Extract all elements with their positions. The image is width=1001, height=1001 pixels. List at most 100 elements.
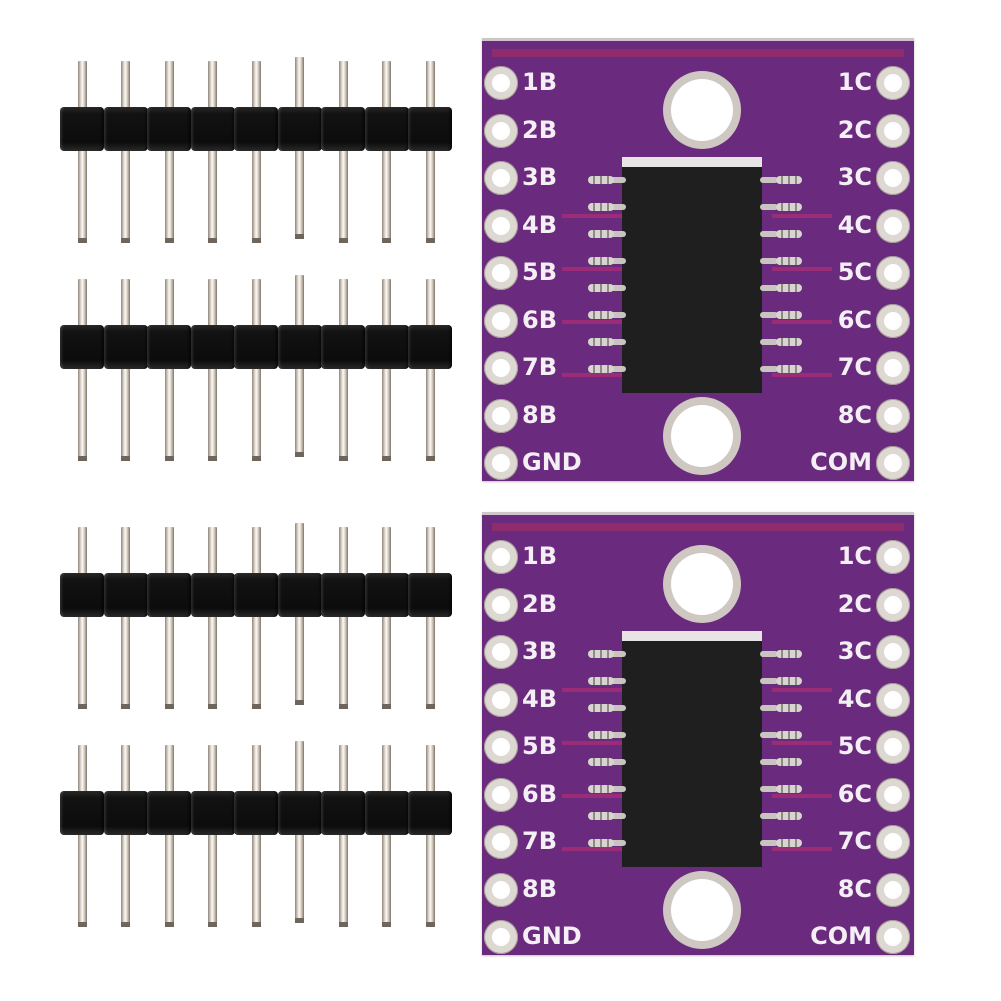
- solder-pad: [588, 650, 614, 658]
- solder-pad: [776, 203, 802, 211]
- header-pin: [382, 745, 391, 927]
- solder-pad: [776, 704, 802, 712]
- silkscreen-label-right: 8C: [837, 874, 872, 903]
- trace: [562, 267, 632, 271]
- silkscreen-label-right: COM: [810, 922, 872, 950]
- ic-lead: [608, 366, 626, 372]
- through-hole-pad: [484, 208, 518, 243]
- silkscreen-label-left: 1B: [522, 68, 557, 96]
- header-pin: [77, 279, 87, 461]
- plastic-spacer: [103, 107, 148, 151]
- header-pin: [121, 279, 130, 461]
- silkscreen-label-right: 3C: [837, 637, 872, 665]
- through-hole-pad: [484, 446, 518, 480]
- through-hole-pad: [484, 587, 518, 622]
- header-pin: [382, 527, 391, 709]
- header-pin: [425, 61, 435, 243]
- plastic-spacer: [364, 107, 409, 151]
- header-pin: [338, 61, 348, 243]
- through-hole-pad: [876, 256, 910, 290]
- header-pin: [382, 279, 391, 461]
- solder-pad: [588, 758, 614, 766]
- trace: [562, 794, 632, 798]
- ic-lead: [608, 813, 626, 819]
- header-pin: [164, 61, 174, 243]
- trace: [772, 214, 832, 218]
- solder-pad: [588, 839, 614, 847]
- through-hole-pad: [876, 587, 910, 622]
- mounting-hole: [663, 397, 741, 475]
- plastic-spacer: [60, 573, 104, 617]
- plastic-spacer: [147, 791, 191, 835]
- solder-pad: [776, 731, 802, 739]
- trace: [772, 320, 832, 324]
- header-pin: [208, 527, 217, 709]
- pin-header: [58, 741, 458, 931]
- through-hole-pad: [876, 303, 910, 338]
- through-hole-pad: [876, 113, 910, 148]
- through-hole-pad: [484, 682, 518, 717]
- header-pin: [425, 279, 435, 461]
- copper-pour: [492, 49, 904, 57]
- plastic-spacer: [190, 325, 235, 369]
- header-pin: [251, 527, 261, 709]
- trace: [562, 741, 632, 745]
- silkscreen-label-right: 5C: [837, 258, 872, 286]
- header-pin: [208, 61, 217, 243]
- pin-header: [58, 523, 458, 713]
- pin-header: [58, 275, 458, 465]
- trace: [562, 847, 632, 851]
- plastic-spacer: [60, 325, 104, 369]
- header-pin: [338, 527, 348, 709]
- solder-pad: [588, 812, 614, 820]
- plastic-spacer: [321, 325, 365, 369]
- through-hole-pad: [876, 682, 910, 717]
- mounting-hole: [663, 871, 741, 949]
- solder-pad: [776, 785, 802, 793]
- header-pin: [425, 527, 435, 709]
- ic-lead: [608, 759, 626, 765]
- through-hole-pad: [484, 256, 518, 290]
- silkscreen-label-left: 7B: [522, 353, 557, 381]
- silkscreen-label-left: 8B: [522, 874, 557, 903]
- plastic-spacer: [60, 791, 104, 835]
- silkscreen-label-left: 5B: [522, 732, 557, 760]
- ic-lead: [760, 339, 778, 345]
- silkscreen-label-left: 3B: [522, 637, 557, 665]
- silkscreen-label-right: 5C: [837, 732, 872, 760]
- solder-pad: [776, 311, 802, 319]
- plastic-spacer: [408, 325, 452, 369]
- ic-chip: [622, 631, 762, 867]
- trace: [772, 373, 832, 377]
- through-hole-pad: [876, 208, 910, 243]
- silkscreen-label-right: 8C: [837, 400, 872, 429]
- through-hole-pad: [484, 398, 518, 433]
- through-hole-pad: [876, 540, 910, 574]
- plastic-spacer: [364, 791, 409, 835]
- plastic-spacer: [234, 107, 278, 151]
- silkscreen-label-left: 6B: [522, 779, 557, 808]
- through-hole-pad: [484, 825, 518, 859]
- silkscreen-label-left: 4B: [522, 684, 557, 713]
- plastic-spacer: [277, 107, 322, 151]
- silkscreen-label-right: 2C: [837, 115, 872, 144]
- ic-lead: [760, 759, 778, 765]
- through-hole-pad: [876, 872, 910, 907]
- plastic-spacer: [103, 325, 148, 369]
- silkscreen-label-left: 5B: [522, 258, 557, 286]
- solder-pad: [776, 284, 802, 292]
- ic-lead: [608, 177, 626, 183]
- trace: [772, 267, 832, 271]
- ic-chip: [622, 157, 762, 393]
- solder-pad: [588, 257, 614, 265]
- silkscreen-label-right: 1C: [837, 542, 872, 570]
- ic-lead: [760, 366, 778, 372]
- ic-lead: [760, 678, 778, 684]
- ic-lead: [760, 231, 778, 237]
- trace: [772, 688, 832, 692]
- through-hole-pad: [876, 398, 910, 433]
- solder-pad: [776, 650, 802, 658]
- plastic-spacer: [321, 573, 365, 617]
- header-pin: [164, 745, 174, 927]
- through-hole-pad: [484, 351, 518, 385]
